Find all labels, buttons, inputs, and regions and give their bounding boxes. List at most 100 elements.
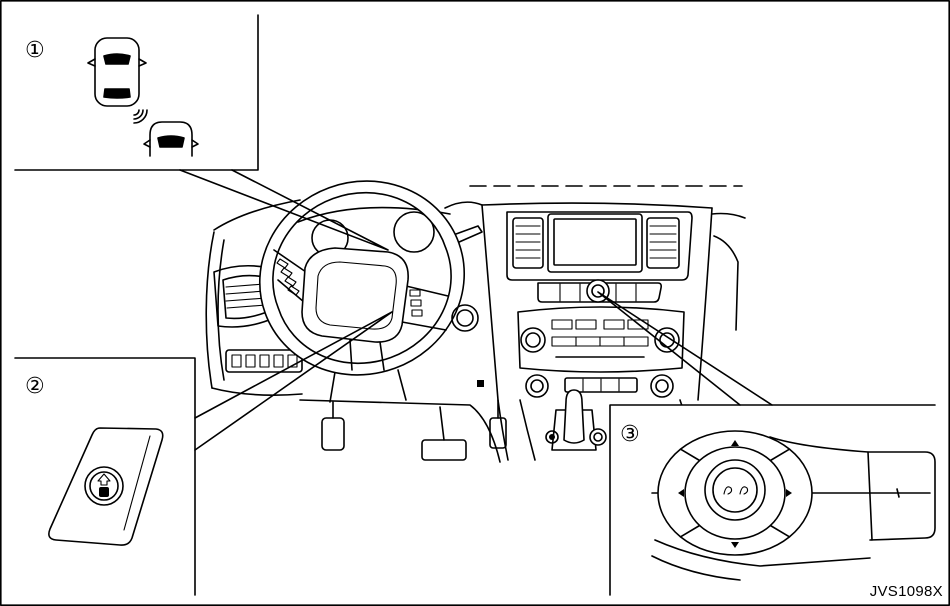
controller-housing — [769, 436, 936, 541]
own-vehicle-rear-window — [103, 88, 131, 99]
controller-center-knob-inner — [712, 467, 758, 513]
figure-code: JVS1098X — [870, 583, 943, 600]
tune-knob — [654, 327, 680, 353]
center-left-vent-slats — [515, 225, 541, 259]
brake-pedal — [421, 439, 467, 461]
console-button-right-center — [593, 432, 603, 442]
steering-column — [329, 369, 407, 403]
switch-button-inner — [89, 471, 119, 501]
center-stack-left-edge — [481, 204, 509, 461]
pedals — [299, 399, 507, 463]
controller-bar-frame — [537, 282, 662, 303]
right-temp-knob-center — [655, 379, 669, 393]
center-stack-top — [481, 202, 713, 209]
center-right-vent-slats — [649, 225, 677, 259]
leader-line-2 — [194, 311, 393, 451]
center-stack-right-edge — [697, 207, 713, 401]
controller-inner-ring — [684, 446, 786, 540]
right-spoke — [401, 285, 449, 331]
switch-car-icon — [99, 487, 109, 497]
display-bezel — [506, 211, 693, 281]
gear-shifter — [545, 389, 607, 451]
controller-bar-dividers — [559, 283, 637, 302]
console-button-right — [589, 428, 607, 446]
left-pedal — [321, 417, 345, 451]
console-button-left-center — [549, 434, 555, 440]
vehicle-detection-icon — [87, 37, 199, 157]
right-temp-knob — [650, 374, 674, 398]
leader-lines — [179, 169, 773, 451]
audio-buttons-row-2 — [551, 336, 649, 347]
right-dash-line — [711, 212, 746, 331]
housing-tick — [896, 488, 900, 498]
knob-outer — [451, 304, 479, 332]
right-dash-knob — [451, 304, 479, 332]
center-left-vent — [512, 217, 544, 269]
detected-vehicle-windshield — [157, 135, 185, 148]
detected-vehicle-mirrors — [143, 139, 199, 148]
audio-panel — [517, 306, 685, 373]
own-vehicle-mirrors — [87, 58, 147, 67]
climate-button-dividers — [582, 378, 620, 392]
console-button-left — [545, 430, 559, 444]
center-left-vent-frame — [512, 217, 544, 269]
left-vent-slats — [225, 283, 267, 309]
knob-symbol-icon — [723, 486, 749, 495]
left-temp-knob — [525, 374, 549, 398]
knob-inner — [456, 309, 474, 327]
accelerator-pedal — [489, 417, 507, 449]
own-vehicle-outline — [94, 37, 140, 107]
climate-panel — [525, 374, 674, 398]
volume-knob — [520, 327, 546, 353]
switch-button-outer — [84, 466, 124, 506]
panel-2-border — [14, 357, 196, 596]
left-temp-knob-center — [530, 379, 544, 393]
ring-dividers — [679, 448, 791, 538]
controller-outer-ring — [657, 430, 813, 556]
center-pedal-rod — [439, 406, 445, 441]
down-arrow-icon — [731, 542, 739, 548]
callout-number-2: ② — [25, 374, 45, 399]
housing-lower-sweep — [651, 539, 871, 581]
screen-frame — [547, 213, 643, 273]
left-spoke-buttons — [276, 258, 300, 296]
steering-wheel-rim — [258, 180, 466, 376]
black-marker — [477, 380, 484, 387]
climate-buttons — [564, 377, 638, 393]
speedometer-gauge — [393, 211, 435, 253]
callout-number-3: ③ — [620, 422, 640, 447]
dash-top-center-line — [444, 201, 483, 209]
center-right-vent — [646, 217, 680, 269]
right-arrow-icon — [786, 489, 792, 497]
switch-arrow-icon — [97, 473, 111, 486]
lower-spoke — [349, 339, 385, 371]
sensor-waves — [133, 109, 148, 124]
switch-bezel — [48, 427, 164, 546]
volume-knob-center — [525, 332, 541, 348]
callout-number-1: ① — [25, 38, 45, 63]
panel-1-border — [14, 14, 259, 171]
switch-bezel-inner-line — [123, 435, 151, 531]
navigation-screen — [547, 213, 643, 273]
dash-left-edge — [205, 231, 215, 389]
right-spoke-buttons — [409, 289, 423, 317]
panel-3-border — [609, 404, 936, 596]
shifter-lever — [563, 389, 585, 444]
leader-line-1 — [179, 169, 389, 251]
housing-divider — [867, 451, 873, 541]
knee-bolster-line — [211, 387, 303, 396]
switch-button-icon — [48, 427, 164, 546]
leader-line-3 — [597, 291, 773, 406]
left-spoke — [273, 249, 307, 303]
callout-panel-1 — [14, 14, 259, 171]
audio-buttons-row-1 — [551, 319, 649, 330]
detected-vehicle-outline — [149, 121, 193, 157]
floor-line — [299, 399, 501, 463]
callout-panel-3 — [609, 404, 948, 604]
screen-display — [553, 218, 637, 266]
switch-panel-buttons — [231, 354, 298, 368]
own-vehicle-windshield — [103, 53, 131, 65]
airbag-hub — [301, 247, 409, 343]
up-arrow-icon — [731, 440, 739, 446]
